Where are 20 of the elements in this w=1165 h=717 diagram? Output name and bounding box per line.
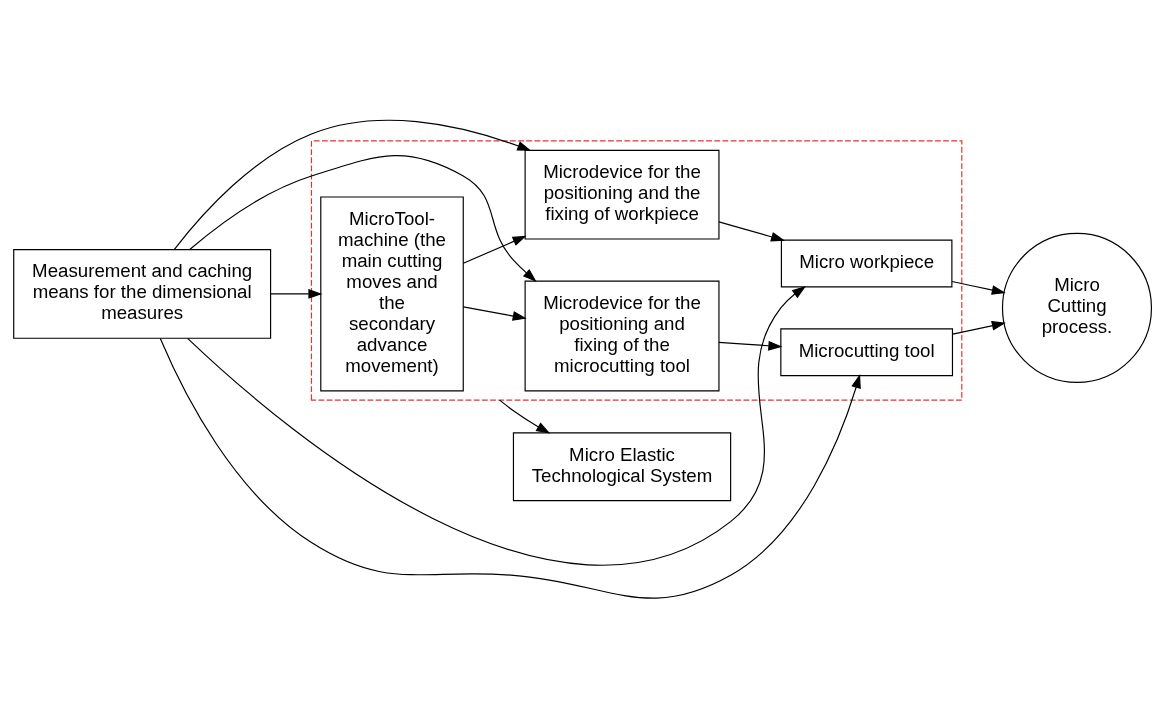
arrow: [462, 235, 527, 264]
node-box: Measurement and caching means for the dimensional measures: [13, 248, 272, 339]
arrow: [270, 288, 323, 299]
arrow: [499, 399, 551, 434]
arrow: [952, 320, 1006, 335]
node-circle: Micro Cutting process.: [1001, 232, 1153, 383]
arrow: [462, 305, 527, 321]
node-box: Microcutting tool: [780, 327, 954, 376]
arrow: [187, 285, 807, 565]
arrow: [189, 154, 537, 282]
node-box: Microdevice for the positioning and the fixing of workpiece: [524, 149, 720, 240]
arrow: [718, 340, 783, 351]
node-box: Microdevice for the positioning and fixing of the microcutting tool: [524, 280, 720, 391]
node-box: Micro Elastic Technological System: [512, 431, 732, 501]
node-box: Micro workpiece: [780, 239, 953, 287]
arrow: [173, 119, 532, 250]
arrow: [159, 337, 861, 599]
arrow: [951, 280, 1006, 295]
arrow: [718, 220, 786, 242]
node-box: MicroTool-machine (the main cutting moves and the secondary advance movement): [320, 195, 464, 391]
